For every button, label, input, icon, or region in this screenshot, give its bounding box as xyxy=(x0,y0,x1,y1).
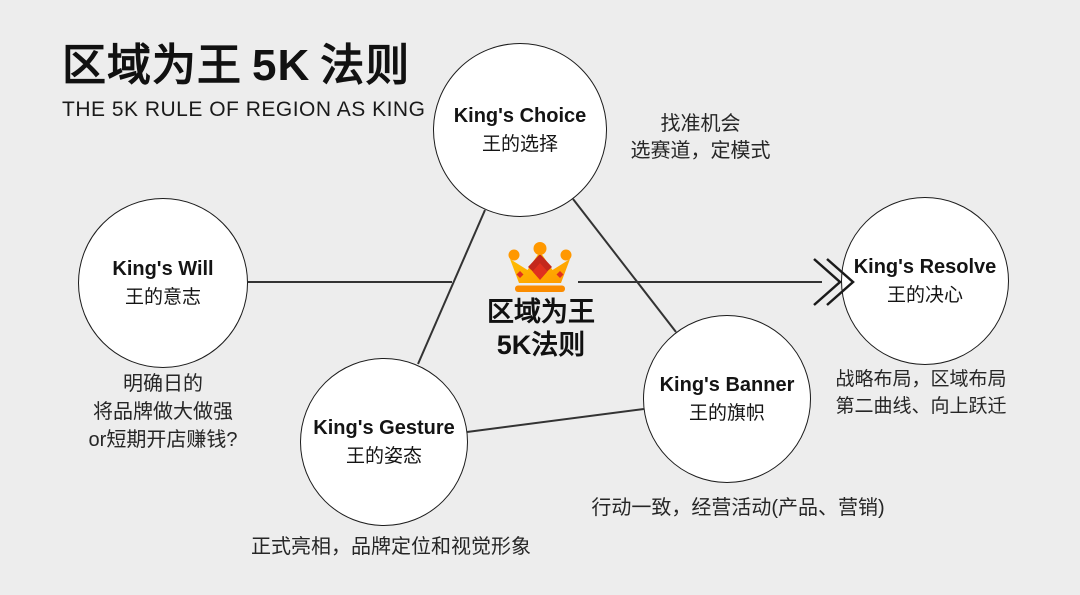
node-kings-will-en: King's Will xyxy=(112,258,214,280)
note-kings-resolve: 战略布局，区域布局 第二曲线、向上跃迁 xyxy=(806,366,1036,420)
node-kings-resolve: King's Resolve 王的决心 xyxy=(841,197,1009,365)
node-kings-resolve-zh: 王的决心 xyxy=(886,285,963,306)
node-kings-will-zh: 王的意志 xyxy=(124,287,201,308)
node-kings-gesture-zh: 王的姿态 xyxy=(345,446,422,467)
crown-ball-left xyxy=(508,249,520,261)
note-line: 找准机会 xyxy=(660,113,741,135)
crown-body xyxy=(510,251,570,283)
node-kings-choice: King's Choice 王的选择 xyxy=(433,43,607,217)
node-kings-gesture: King's Gesture 王的姿态 xyxy=(300,358,468,526)
center-label: 区域为王 5K法则 xyxy=(464,296,618,362)
crown-gem-center xyxy=(532,263,548,280)
note-kings-will: 明确日的 将品牌做大做强 or短期开店赚钱? xyxy=(43,370,283,454)
node-kings-choice-zh: 王的选择 xyxy=(481,134,558,155)
node-kings-banner-zh: 王的旗帜 xyxy=(688,403,765,424)
page-subtitle: THE 5K RULE OF REGION AS KING xyxy=(62,98,426,121)
note-kings-gesture: 正式亮相，品牌定位和视觉形象 xyxy=(226,533,556,561)
node-kings-banner: King's Banner 王的旗帜 xyxy=(643,315,811,483)
node-kings-will: King's Will 王的意志 xyxy=(78,198,248,368)
crown-ball-middle xyxy=(533,242,547,255)
note-line: or短期开店赚钱? xyxy=(88,429,238,451)
crown-inner xyxy=(528,254,552,273)
node-kings-choice-en: King's Choice xyxy=(453,105,587,127)
double-chevron-icon xyxy=(813,258,842,306)
title-zh-right: 法则 xyxy=(320,41,411,90)
crown-gem-right xyxy=(556,271,564,278)
title-5k: 5K xyxy=(252,41,311,90)
note-line: 明确日的 xyxy=(123,373,203,395)
note-kings-banner: 行动一致，经营活动(产品、营销) xyxy=(573,494,903,522)
note-line: 选赛道，定模式 xyxy=(630,140,771,162)
center-label-line1: 区域为王 xyxy=(487,297,595,327)
title-zh-left: 区域为王 xyxy=(62,41,242,90)
node-kings-banner-en: King's Banner xyxy=(659,374,795,396)
crown-ball-right xyxy=(560,249,572,261)
node-kings-resolve-en: King's Resolve xyxy=(853,256,997,278)
connector-gesture-banner xyxy=(466,408,645,433)
node-kings-gesture-en: King's Gesture xyxy=(313,417,455,439)
crown-band xyxy=(515,285,565,292)
note-line: 行动一致，经营活动(产品、营销) xyxy=(591,497,885,519)
crown-gem-left xyxy=(516,271,524,278)
crown-icon xyxy=(508,242,572,292)
note-line: 战略布局，区域布局 xyxy=(835,369,1007,390)
center-label-line2: 5K法则 xyxy=(496,330,586,360)
note-line: 将品牌做大做强 xyxy=(93,401,233,423)
note-line: 正式亮相，品牌定位和视觉形象 xyxy=(251,536,531,558)
note-kings-choice: 找准机会 选赛道，定模式 xyxy=(608,111,793,165)
note-line: 第二曲线、向上跃迁 xyxy=(835,396,1007,417)
